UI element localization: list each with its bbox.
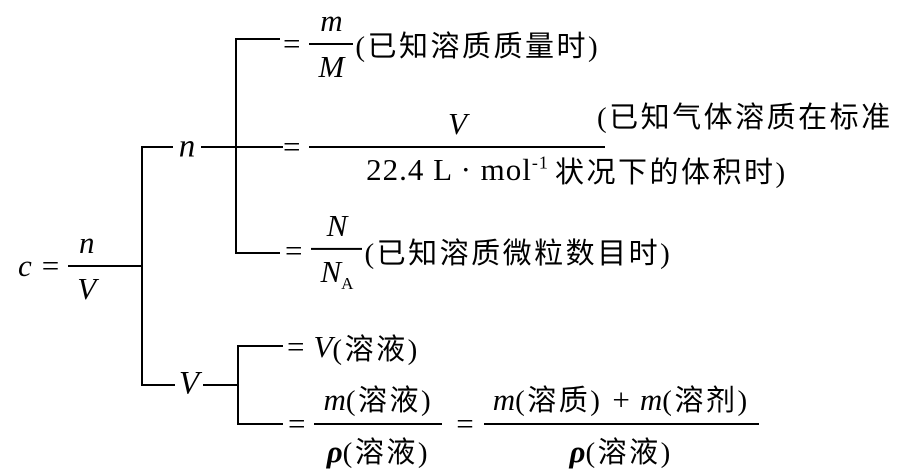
density-fraction-2: m(溶质)+m(溶剂) ρ(溶液) (483, 377, 759, 471)
density-equals-2: = (456, 406, 474, 441)
formula-gas-volume: = V 22.4 L · mol-1 (283, 106, 606, 188)
volume-equals: = (287, 329, 305, 364)
n-bracket-vertical (235, 38, 237, 254)
gas-fraction: V 22.4 L · mol-1 (309, 106, 606, 188)
mass-denominator: M (309, 43, 354, 85)
density-f2-num-argument-2: (溶剂) (662, 385, 750, 417)
root-fraction: n V (68, 225, 106, 307)
n-bracket-tick-top (235, 38, 280, 40)
mass-equals: = (283, 26, 301, 61)
branch-n-left-line (141, 146, 173, 148)
gas-denominator-value: 22.4 L · mol (366, 152, 532, 187)
density-f2-plus-operator: + (612, 382, 630, 417)
formula-density: = m(溶液) ρ(溶液) = m(溶质)+m(溶剂) ρ(溶液) (288, 377, 759, 471)
particles-denominator-symbol: N (320, 253, 342, 289)
root-equals: = (41, 248, 60, 283)
density-fraction-2-numerator: m(溶质)+m(溶剂) (484, 377, 759, 423)
root-formula: c = n V (18, 225, 106, 307)
v-bracket-tick-bottom (237, 423, 283, 425)
branch-n-right-line (201, 146, 283, 148)
formula-solution-volume: = V (溶液) (287, 326, 420, 368)
density-f2-den-argument: (溶液) (585, 437, 673, 469)
gas-denominator: 22.4 L · mol-1 (309, 146, 606, 188)
root-connector-line (101, 265, 142, 267)
particles-denominator: NA (311, 247, 363, 294)
root-numerator: n (78, 225, 95, 260)
gas-equals: = (283, 129, 301, 164)
branch-v-right-line (203, 384, 239, 386)
volume-argument: (溶液) (332, 334, 420, 366)
density-f1-num-symbol: m (323, 382, 346, 417)
gas-numerator: V (448, 106, 467, 141)
mass-fraction: m M (309, 3, 354, 85)
density-f2-num-argument-1: (溶质) (515, 385, 603, 417)
particles-equals: = (285, 233, 303, 268)
particles-numerator: N (326, 207, 348, 243)
branch-v-left-line (141, 384, 175, 386)
branch-n-label: n (178, 128, 196, 165)
main-bracket-vertical (141, 146, 143, 386)
density-fraction-2-denominator: ρ(溶液) (483, 423, 759, 471)
v-bracket-vertical (237, 345, 239, 425)
v-bracket-tick-top (237, 345, 283, 347)
density-f1-den-argument: (溶液) (342, 437, 430, 469)
particles-note: (已知溶质微粒数目时) (364, 238, 673, 270)
gas-note-line2: 状况下的体积时) (555, 157, 788, 189)
gas-denominator-exponent: -1 (531, 152, 549, 173)
density-fraction-1-denominator: ρ(溶液) (314, 423, 443, 471)
mass-numerator: m (320, 3, 343, 38)
particles-denominator-subscript: A (341, 274, 354, 294)
density-equals-1: = (288, 406, 306, 441)
n-bracket-tick-bottom (235, 252, 280, 254)
gas-note-line1: (已知气体溶质在标准 (597, 102, 893, 134)
density-f1-den-symbol: ρ (326, 434, 343, 469)
particles-fraction: N NA (311, 207, 363, 294)
density-fraction-1-numerator: m(溶液) (314, 377, 442, 423)
density-f1-num-argument: (溶液) (345, 385, 434, 417)
density-f2-den-symbol: ρ (569, 434, 586, 469)
formula-particles: = N NA (已知溶质微粒数目时) (285, 208, 672, 294)
density-f2-num-symbol-1: m (492, 382, 516, 417)
density-fraction-1: m(溶液) ρ(溶液) (314, 377, 443, 471)
volume-symbol: V (313, 329, 333, 364)
density-f2-num-symbol-2: m (639, 382, 663, 417)
formula-mass: = m M (已知溶质质量时) (283, 3, 600, 85)
root-symbol-c: c (18, 248, 32, 283)
root-denominator: V (68, 265, 106, 307)
mass-note: (已知溶质质量时) (355, 31, 601, 63)
branch-v-label: V (178, 365, 200, 402)
